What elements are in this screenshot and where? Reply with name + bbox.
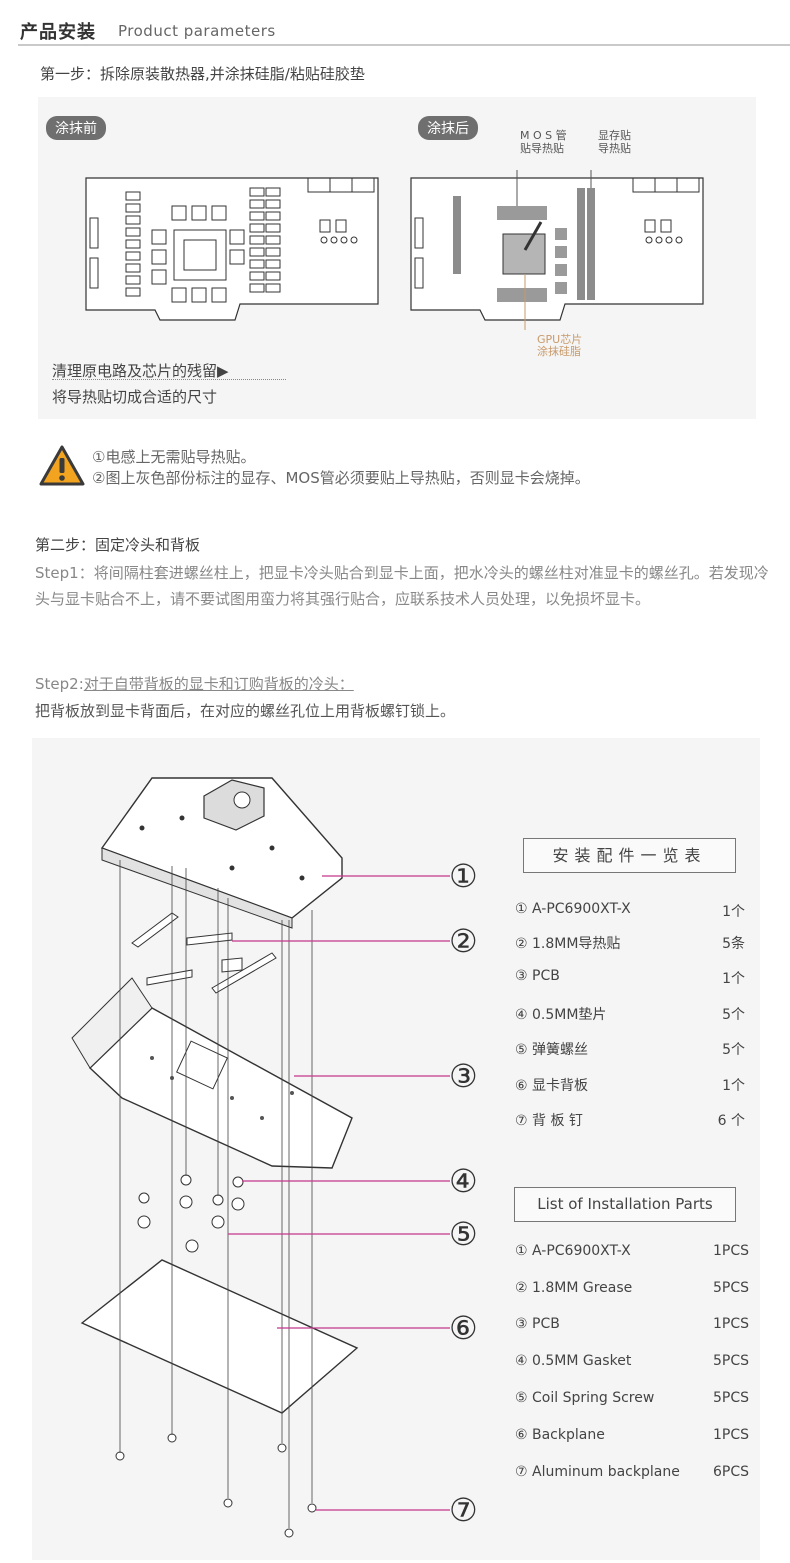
part-name: ④ 0.5MM Gasket — [515, 1353, 632, 1369]
part-qty: 1个 — [722, 904, 745, 920]
callout-6: ⑥ — [449, 1309, 478, 1347]
parts-cn-row: ③ PCB 1个 — [515, 968, 745, 988]
part-name: ⑥ 显卡背板 — [515, 1078, 589, 1094]
part-qty: 6 个 — [717, 1113, 745, 1129]
parts-cn-row: ② 1.8MM导热贴 5条 — [515, 933, 745, 953]
part-name: ③ PCB — [515, 968, 560, 984]
step-one-heading: 第一步：拆除原装散热器,并涂抹硅脂/粘贴硅胶垫 — [40, 65, 365, 83]
part-qty: 5条 — [722, 936, 745, 952]
parts-cn-row: ⑤ 弹簧螺丝 5个 — [515, 1039, 745, 1059]
part-qty: 6PCS — [712, 1464, 749, 1480]
parts-cn-row: ④ 0.5MM垫片 5个 — [515, 1004, 745, 1024]
title-divider — [18, 44, 790, 46]
parts-en-row: ① A-PC6900XT-X 1PCS — [515, 1243, 749, 1263]
part-name: ⑤ 弹簧螺丝 — [515, 1042, 589, 1058]
callout-7: ⑦ — [449, 1491, 478, 1529]
part-name: ② 1.8MM Grease — [515, 1280, 633, 1296]
callout-2: ② — [449, 922, 478, 960]
gpu-label-line2: 涂抹硅脂 — [537, 345, 581, 358]
after-tag: 涂抹后 — [418, 116, 478, 140]
parts-cn-row: ⑥ 显卡背板 1个 — [515, 1075, 745, 1095]
part-qty: 1个 — [722, 971, 745, 987]
parts-en-row: ⑤ Coil Spring Screw 5PCS — [515, 1390, 749, 1410]
part-name: ⑥ Backplane — [515, 1427, 605, 1443]
part-qty: 1PCS — [712, 1427, 749, 1443]
callout-4: ④ — [449, 1162, 478, 1200]
section-subtitle: Product parameters — [118, 22, 276, 40]
step1-instruction: Step1：将间隔柱套进螺丝柱上，把显卡冷头贴合到显卡上面，把水冷头的螺丝柱对准… — [35, 564, 769, 608]
part-name: ③ PCB — [515, 1316, 560, 1332]
before-tag: 涂抹前 — [46, 116, 106, 140]
pcb-before-illustration — [85, 177, 379, 321]
part-name: ⑦ 背 板 钉 — [515, 1113, 583, 1129]
parts-cn-row: ① A-PC6900XT-X 1个 — [515, 901, 745, 921]
gpu-label-line1: GPU芯片 — [537, 333, 583, 346]
parts-en-row: ④ 0.5MM Gasket 5PCS — [515, 1353, 749, 1373]
parts-en-row: ⑥ Backplane 1PCS — [515, 1427, 749, 1447]
step2-label: Step2:对于自带背板的显卡和订购背板的冷头： — [35, 673, 354, 694]
part-qty: 1PCS — [712, 1243, 749, 1259]
parts-en-row: ③ PCB 1PCS — [515, 1316, 749, 1336]
part-name: ① A-PC6900XT-X — [515, 1243, 631, 1259]
part-qty: 5个 — [722, 1007, 745, 1023]
parts-list-title-cn: 安装配件一览表 — [523, 838, 736, 873]
part-qty: 5个 — [722, 1042, 745, 1058]
step2-instruction: 把背板放到显卡背面后，在对应的螺丝孔位上用背板螺钉锁上。 — [35, 702, 456, 720]
clean-residue-text: 清理原电路及芯片的残留▶ — [52, 362, 229, 380]
step2-prefix: Step2: — [35, 675, 84, 693]
clean-divider — [52, 379, 286, 380]
parts-en-row: ⑦ Aluminum backplane 6PCS — [515, 1464, 749, 1484]
part-qty: 5PCS — [712, 1280, 749, 1296]
vram-label-line2: 导热贴 — [598, 142, 631, 155]
part-name: ① A-PC6900XT-X — [515, 901, 631, 917]
part-name: ④ 0.5MM垫片 — [515, 1007, 607, 1023]
warning-line-1: ①电感上无需贴导热贴。 — [92, 448, 256, 466]
mos-label-line1: M O S 管 — [520, 129, 567, 142]
part-name: ⑦ Aluminum backplane — [515, 1464, 680, 1480]
part-qty: 5PCS — [712, 1353, 749, 1369]
parts-list-title-en: List of Installation Parts — [514, 1187, 736, 1222]
part-name: ⑤ Coil Spring Screw — [515, 1390, 655, 1406]
part-qty: 1个 — [722, 1078, 745, 1094]
exploded-assembly-illustration — [71, 777, 450, 1538]
mos-label-line2: 贴导热贴 — [520, 142, 564, 155]
step-two-heading: 第二步：固定冷头和背板 — [35, 536, 201, 554]
part-qty: 1PCS — [712, 1316, 749, 1332]
parts-cn-row: ⑦ 背 板 钉 6 个 — [515, 1110, 745, 1130]
section-title: 产品安装 — [20, 22, 96, 43]
callout-3: ③ — [449, 1057, 478, 1095]
step2-subtitle: 对于自带背板的显卡和订购背板的冷头： — [83, 675, 354, 693]
pcb-after-illustration — [410, 170, 704, 330]
warning-icon — [39, 445, 85, 486]
part-qty: 5PCS — [712, 1390, 749, 1406]
part-name: ② 1.8MM导热贴 — [515, 936, 621, 952]
parts-en-row: ② 1.8MM Grease 5PCS — [515, 1280, 749, 1300]
callout-5: ⑤ — [449, 1215, 478, 1253]
vram-label-line1: 显存贴 — [598, 129, 631, 142]
warning-line-2: ②图上灰色部份标注的显存、MOS管必须要贴上导热贴，否则显卡会烧掉。 — [92, 469, 590, 487]
cut-pad-text: 将导热贴切成合适的尺寸 — [52, 388, 218, 406]
callout-1: ① — [449, 857, 478, 895]
